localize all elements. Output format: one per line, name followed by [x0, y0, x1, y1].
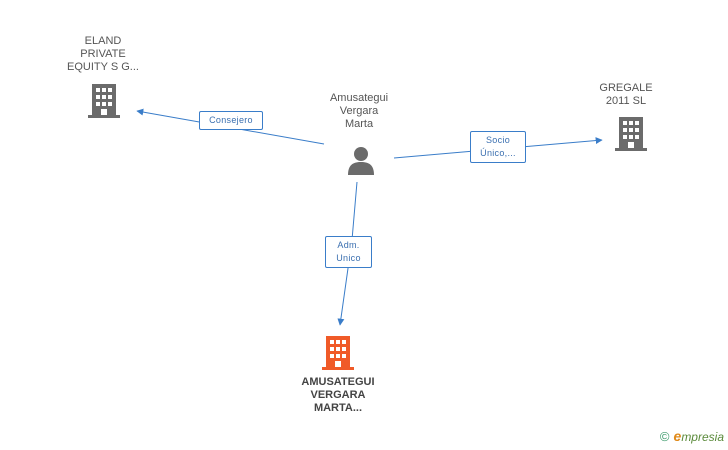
building-icon[interactable]: [88, 83, 120, 119]
node-amusategui-company-label[interactable]: AMUSATEGUI VERGARA MARTA...: [301, 376, 375, 414]
node-person-label[interactable]: Amusategui Vergara Marta: [329, 92, 389, 130]
node-gregale-label[interactable]: GREGALE 2011 SL: [599, 82, 653, 107]
node-eland-label[interactable]: ELAND PRIVATE EQUITY S G...: [67, 35, 139, 73]
footer-brand: © empresia: [660, 428, 724, 444]
edge-label-socio-unico[interactable]: Socio Único,...: [470, 131, 526, 163]
building-icon[interactable]: [322, 335, 354, 371]
edge-label-adm-unico[interactable]: Adm. Unico: [325, 236, 372, 268]
copyright-symbol: ©: [659, 428, 670, 444]
brand-rest: mpresia: [681, 430, 724, 444]
brand-initial: e: [673, 428, 682, 444]
empresia-logo[interactable]: empresia: [674, 428, 724, 444]
building-icon[interactable]: [615, 116, 647, 152]
edge-label-consejero[interactable]: Consejero: [199, 111, 263, 130]
person-icon[interactable]: [347, 146, 375, 176]
